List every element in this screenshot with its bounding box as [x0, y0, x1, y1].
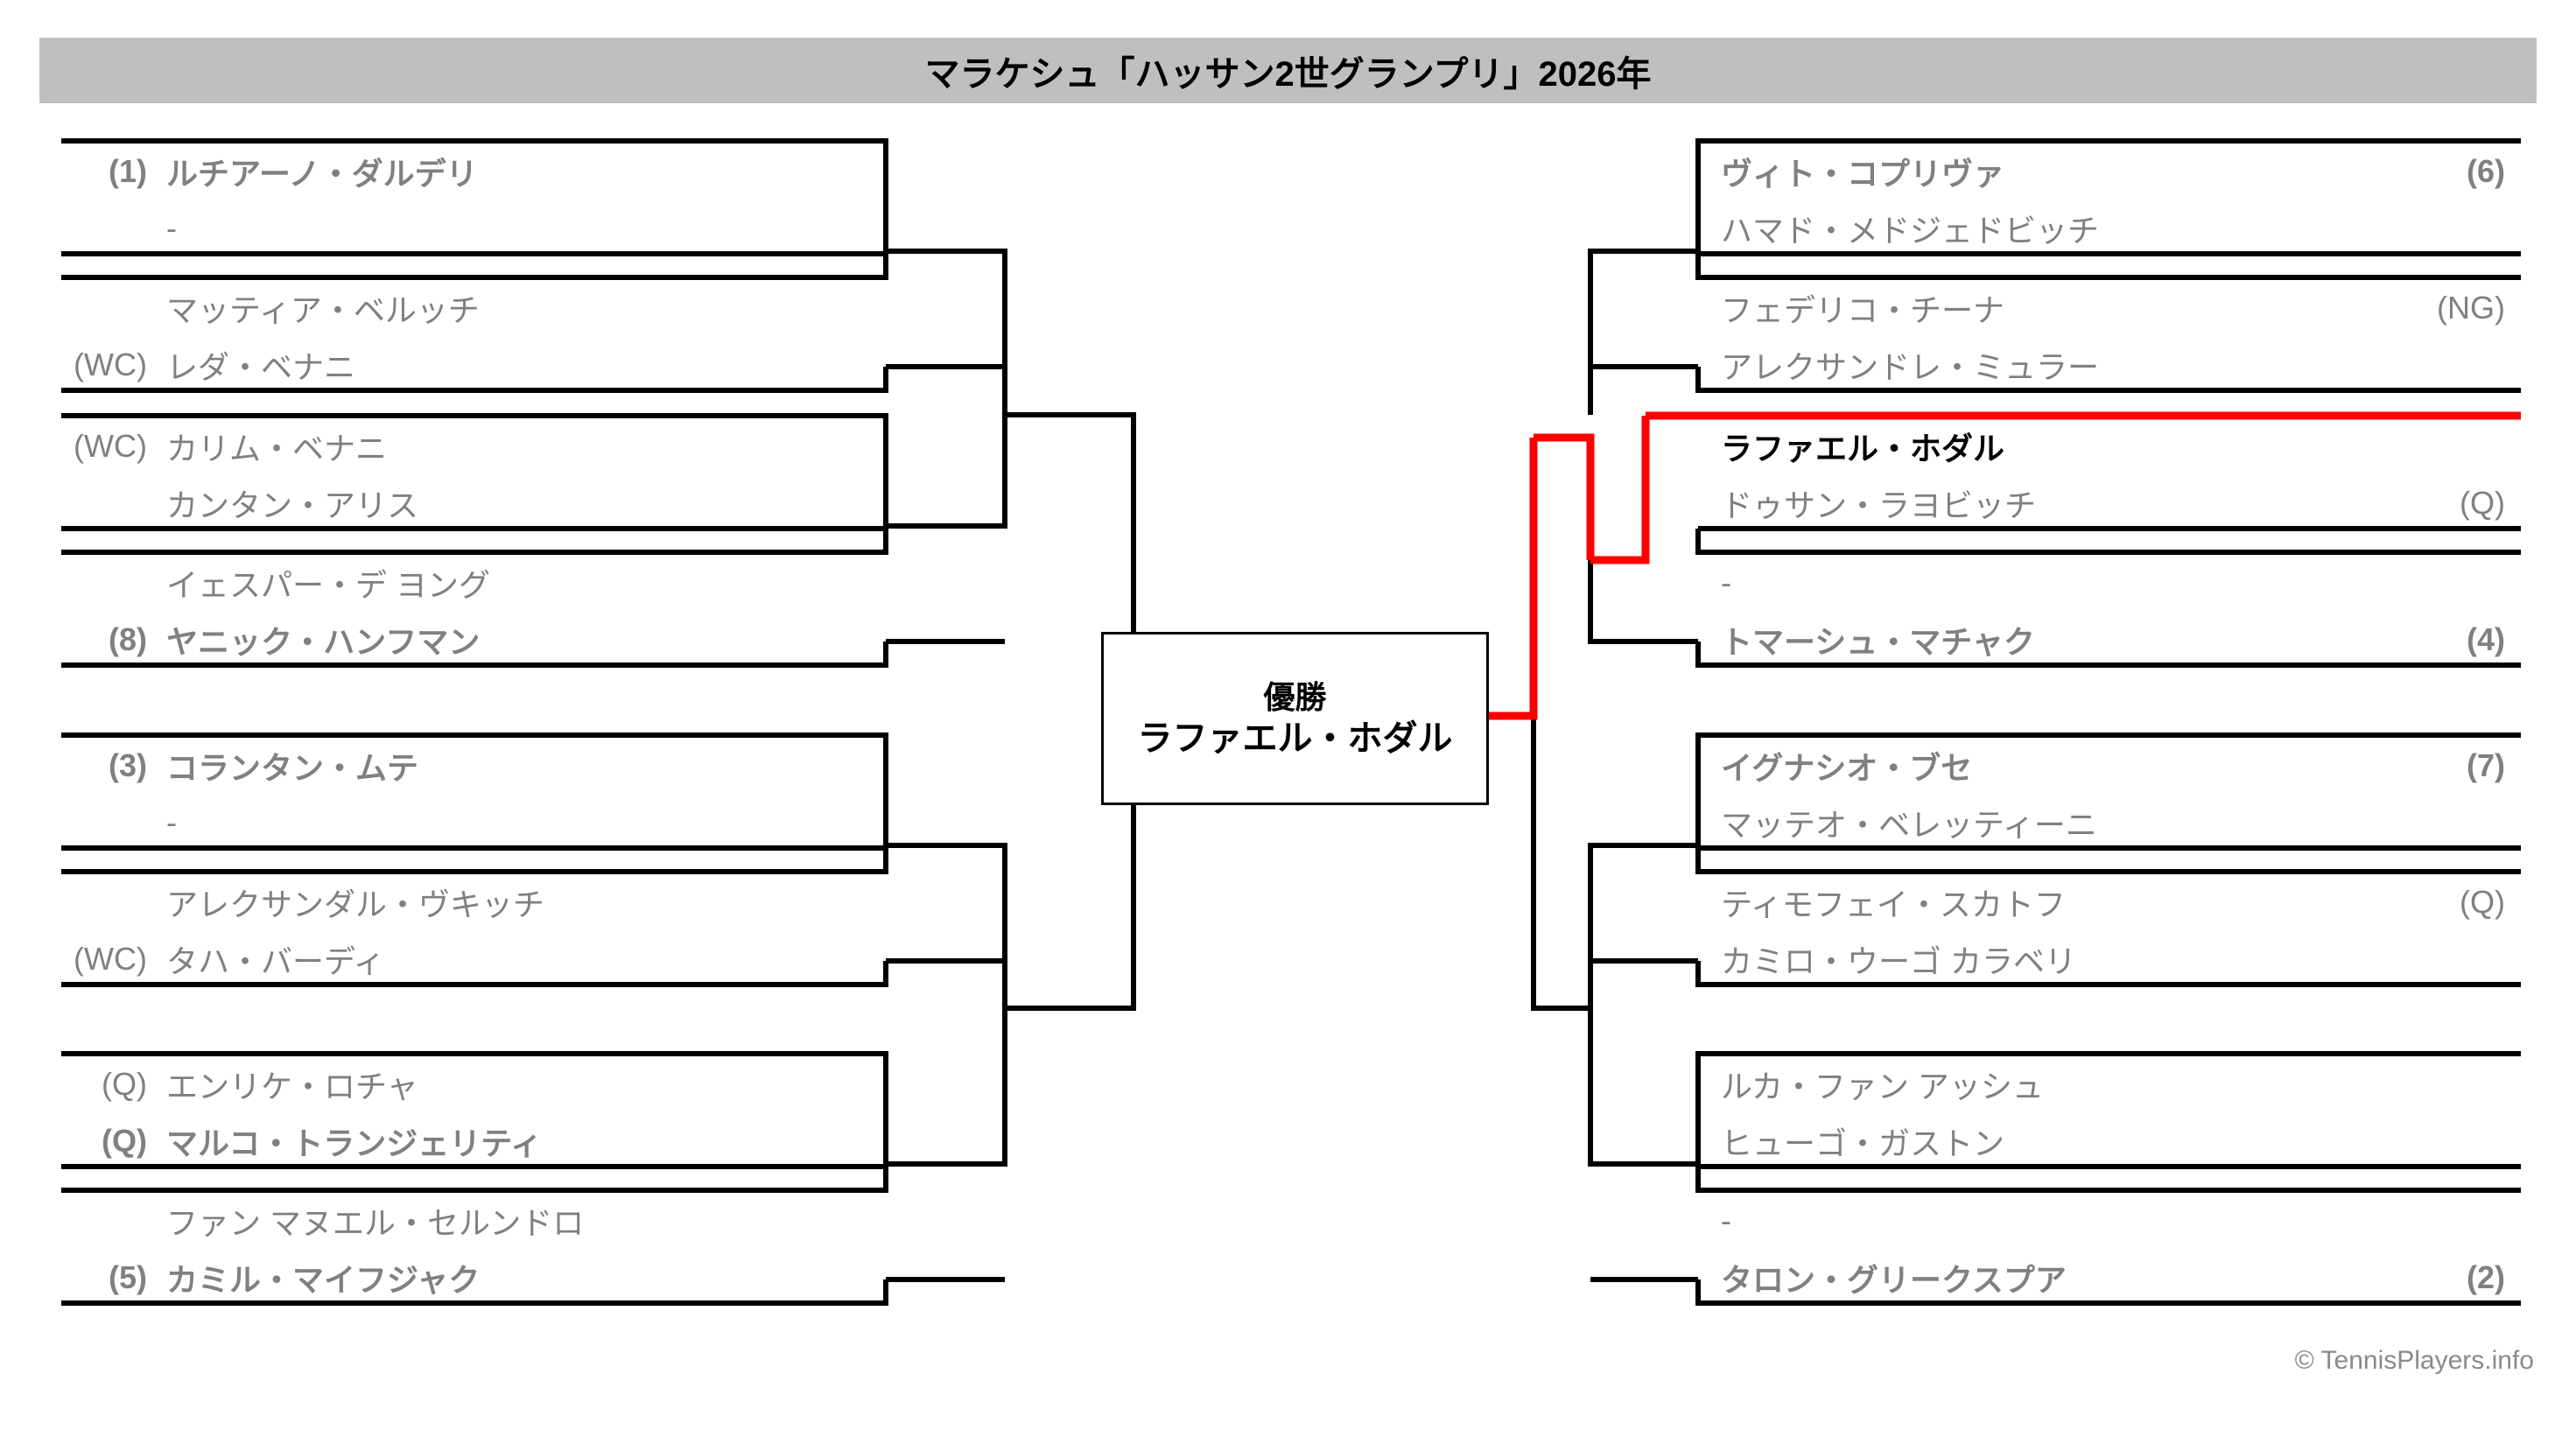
page-title: マラケシュ「ハッサン2世グランプリ」2026年 [924, 54, 1652, 94]
list-item[interactable]: - [61, 795, 884, 851]
player-name: イグナシオ・ブセ [1721, 750, 1973, 786]
player-name: レダ・ベナニ [166, 349, 356, 385]
player-name: タハ・バーディ [166, 943, 385, 979]
champion-label: 優勝 [1263, 678, 1327, 715]
list-item[interactable]: (3) コランタン・ムテ [61, 738, 884, 794]
seed-label: (8) [109, 621, 147, 657]
list-item[interactable]: トマーシュ・マチャク (4) [1698, 612, 2521, 668]
player-name: ファン マヌエル・セルンドロ [166, 1205, 585, 1241]
list-item[interactable]: タロン・グリークスプア (2) [1698, 1250, 2521, 1306]
winner-path-highlight [1484, 411, 2521, 720]
seed-label: (WC) [74, 941, 147, 977]
list-item[interactable]: (1) ルチアーノ・ダルデリ [61, 144, 884, 200]
list-item[interactable]: (8) ヤニック・ハンフマン [61, 612, 884, 668]
player-name: タロン・グリークスプア [1721, 1262, 2067, 1298]
player-name: マッテオ・ベレッティーニ [1721, 807, 2097, 843]
player-name: カミロ・ウーゴ カラベリ [1721, 943, 2077, 979]
list-item[interactable]: ヒューゴ・ガストン [1698, 1113, 2521, 1169]
player-name: ヒューゴ・ガストン [1721, 1125, 2005, 1161]
player-name: - [166, 210, 177, 246]
player-name: ルカ・ファン アッシュ [1721, 1069, 2044, 1104]
seed-label: (3) [109, 747, 147, 783]
seed-label: (Q) [102, 1123, 147, 1159]
right-bracket-lines [1531, 138, 2521, 1306]
list-item[interactable]: イェスパー・デ ヨング [61, 555, 884, 611]
list-item[interactable]: イグナシオ・ブセ (7) [1698, 738, 2521, 794]
champion-box: 優勝 ラファエル・ホダル [1101, 632, 1489, 805]
player-name: ラファエル・ホダル [1721, 431, 2005, 466]
player-name: - [1721, 564, 1731, 600]
seed-label: (Q) [2460, 884, 2505, 920]
player-name: マルコ・トランジェリティ [166, 1125, 543, 1161]
seed-label: (Q) [102, 1066, 147, 1102]
player-name: カンタン・アリス [166, 487, 419, 523]
player-name: コランタン・ムテ [166, 750, 419, 786]
seed-label: (1) [109, 153, 147, 189]
player-name: マッティア・ベルッチ [166, 292, 480, 328]
player-name: イェスパー・デ ヨング [166, 567, 491, 603]
seed-label: (Q) [2460, 485, 2505, 521]
copyright-notice: © TennisPlayers.info [2294, 1346, 2534, 1375]
champion-name: ラファエル・ホダル [1137, 718, 1453, 758]
left-bracket-lines [61, 138, 1136, 1306]
seed-label: (NG) [2437, 290, 2505, 326]
list-item[interactable]: (Q) マルコ・トランジェリティ [61, 1113, 884, 1169]
list-item[interactable]: (Q) エンリケ・ロチャ [61, 1056, 884, 1112]
player-name: ティモフェイ・スカトフ [1721, 887, 2066, 922]
player-name: フェデリコ・チーナ [1721, 292, 2005, 328]
player-name: トマーシュ・マチャク [1721, 624, 2035, 660]
list-item[interactable]: ヴィト・コプリヴァ (6) [1698, 144, 2521, 200]
list-item[interactable]: フェデリコ・チーナ (NG) [1698, 280, 2521, 336]
seed-label: (6) [2467, 153, 2505, 189]
list-item[interactable]: ドゥサン・ラヨビッチ (Q) [1698, 475, 2521, 531]
player-name: ヤニック・ハンフマン [166, 624, 481, 660]
list-item[interactable]: (WC) タハ・バーディ [61, 931, 884, 987]
player-name: ルチアーノ・ダルデリ [166, 156, 478, 192]
player-name: - [166, 804, 177, 840]
player-name: - [1721, 1202, 1731, 1238]
list-item[interactable]: アレクサンダル・ヴキッチ [61, 874, 884, 930]
list-item[interactable]: ラファエル・ホダル [1698, 418, 2521, 474]
seed-label: (WC) [74, 347, 147, 382]
list-item[interactable]: (WC) カリム・ベナニ [61, 418, 884, 474]
list-item[interactable]: (WC) レダ・ベナニ [61, 337, 884, 393]
player-name: アレクサンダル・ヴキッチ [166, 887, 545, 922]
player-name: ヴィト・コプリヴァ [1721, 156, 2005, 192]
player-name: カミル・マイフジャク [166, 1262, 481, 1298]
seed-label: (2) [2467, 1259, 2505, 1295]
list-item[interactable]: カンタン・アリス [61, 475, 884, 531]
player-name: ドゥサン・ラヨビッチ [1721, 487, 2037, 523]
player-name: カリム・ベナニ [166, 431, 388, 466]
list-item[interactable]: マッテオ・ベレッティーニ [1698, 795, 2521, 851]
list-item[interactable]: マッティア・ベルッチ [61, 280, 884, 336]
player-name: エンリケ・ロチャ [166, 1069, 418, 1104]
tournament-title-band: マラケシュ「ハッサン2世グランプリ」2026年 [39, 38, 2537, 103]
seed-label: (7) [2467, 747, 2505, 783]
list-item[interactable]: - [1698, 1193, 2521, 1249]
list-item[interactable]: - [1698, 555, 2521, 611]
list-item[interactable]: ハマド・メドジェドビッチ [1698, 200, 2521, 256]
list-item[interactable]: (5) カミル・マイフジャク [61, 1250, 884, 1306]
list-item[interactable]: - [61, 200, 884, 256]
list-item[interactable]: ティモフェイ・スカトフ (Q) [1698, 874, 2521, 930]
player-name: アレクサンドレ・ミュラー [1721, 349, 2100, 385]
seed-label: (4) [2467, 621, 2505, 657]
list-item[interactable]: ファン マヌエル・セルンドロ [61, 1193, 884, 1249]
list-item[interactable]: ルカ・ファン アッシュ [1698, 1056, 2521, 1112]
seed-label: (WC) [74, 428, 147, 464]
list-item[interactable]: カミロ・ウーゴ カラベリ [1698, 931, 2521, 987]
seed-label: (5) [109, 1259, 147, 1295]
player-name: ハマド・メドジェドビッチ [1721, 213, 2100, 249]
list-item[interactable]: アレクサンドレ・ミュラー [1698, 337, 2521, 393]
